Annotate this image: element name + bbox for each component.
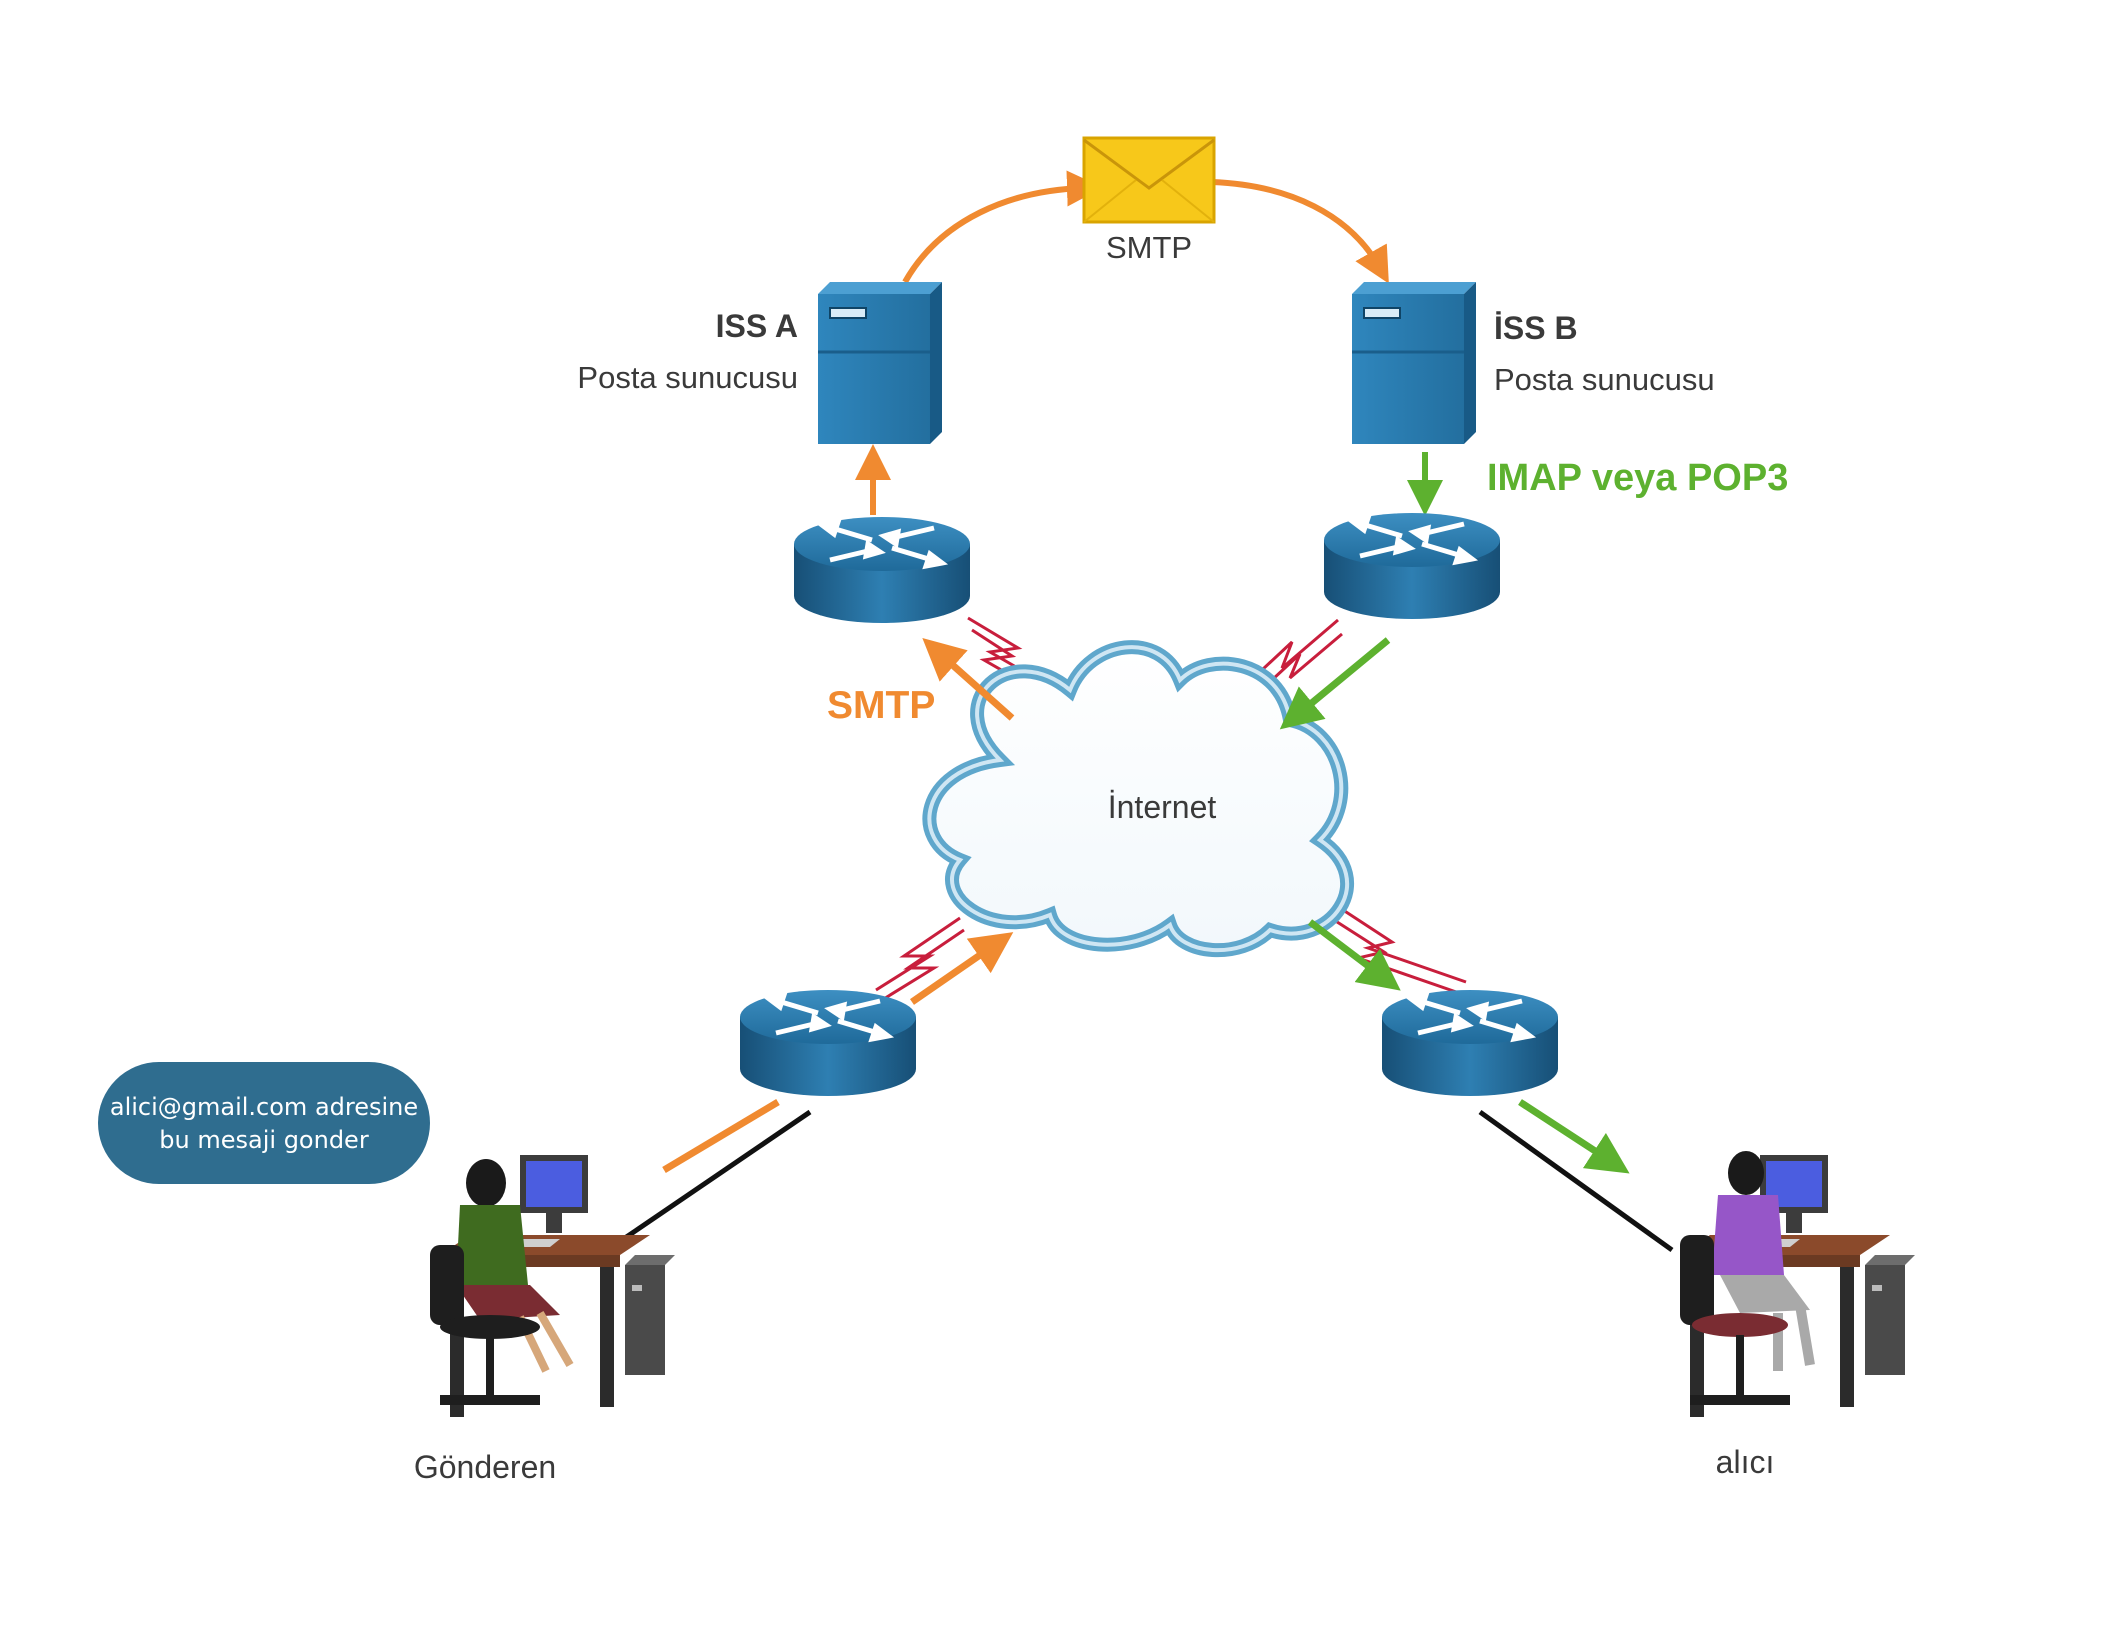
receiver-workstation-icon: [1680, 1151, 1915, 1417]
smtp-arrow-from-envelope: [1211, 179, 1389, 284]
receiver-label: alıcı: [1716, 1444, 1775, 1480]
cloud-icon: [922, 640, 1355, 957]
imap-arrow-router-b-to-cloud: [1279, 637, 1391, 730]
top-smtp-label: SMTP: [1106, 230, 1192, 265]
sender-workstation-icon: [430, 1155, 675, 1417]
smtp-arrow-sender-to-router: [662, 1098, 780, 1174]
sender-label: Gönderen: [414, 1449, 556, 1485]
imap-arrow-router-to-receiver: [1518, 1099, 1630, 1174]
ethernet-link-sender: [620, 1109, 812, 1243]
smtp-arrow-router-to-cloud: [910, 932, 1014, 1005]
router-isp-a-icon: [794, 517, 970, 623]
server-b-icon: [1350, 280, 1478, 446]
internet-label: İnternet: [1108, 789, 1217, 825]
server-a-name: ISS A: [716, 308, 798, 344]
router-sender-icon: [740, 990, 916, 1096]
server-a-icon: [816, 280, 944, 446]
server-b-name: İSS B: [1494, 310, 1578, 346]
smtp-arrow-to-envelope: [902, 170, 1103, 284]
imap-arrow-cloud-to-router: [1307, 919, 1401, 991]
smtp-label: SMTP: [827, 684, 935, 727]
serial-link-bottom-left: [875, 916, 965, 1002]
envelope-icon: [1082, 136, 1216, 224]
bubble-line-2: bu mesaji gonder: [159, 1126, 369, 1154]
server-b-role: Posta sunucusu: [1494, 362, 1715, 397]
router-receiver-icon: [1382, 990, 1558, 1096]
sender-message-bubble: alici@gmail.com adresine bu mesaji gonde…: [98, 1062, 430, 1184]
smtp-arrow-cloud-to-router-a: [922, 638, 1015, 721]
bubble-line-1: alici@gmail.com adresine: [110, 1093, 418, 1121]
ethernet-link-receiver: [1478, 1109, 1674, 1253]
router-isp-b-icon: [1324, 513, 1500, 619]
server-a-role: Posta sunucusu: [577, 360, 798, 395]
imap-pop3-label: IMAP veya POP3: [1487, 457, 1788, 499]
